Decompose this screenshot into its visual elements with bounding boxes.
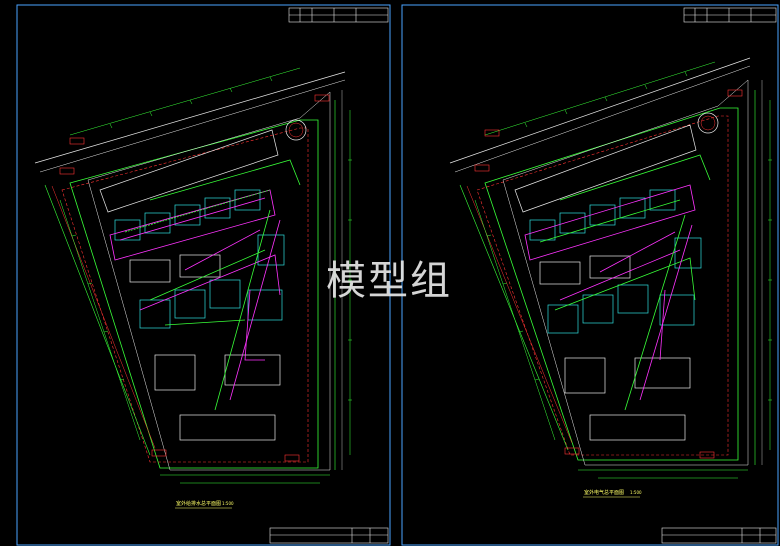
sheet-2-title-block-top	[683, 7, 777, 23]
sheet-2-buildings	[514, 124, 702, 441]
sheet-1-pipelines	[109, 159, 301, 411]
sheet-2	[401, 4, 779, 546]
sheet-2-site-boundary	[449, 57, 763, 471]
sheet-1-site-boundary	[34, 71, 346, 476]
watermark-text: 模型组	[326, 258, 452, 304]
sheet-1-annotation-marks	[59, 94, 330, 462]
sheet-2-frame	[401, 4, 779, 546]
sheet-1-caption: 室外给排水总平面图	[176, 501, 222, 507]
sheet-2-cable-routes	[524, 154, 711, 411]
sheet-2-caption: 室外电气总平面图	[584, 490, 625, 496]
sheet-1-frame	[16, 4, 391, 546]
sheet-2-title-block-bottom	[661, 527, 777, 544]
sheet-2-scale: 1:500	[630, 490, 642, 495]
sheet-1-buildings	[99, 129, 285, 441]
sheet-1-dimension-lines	[59, 67, 352, 484]
sheet-1-scale: 1:500	[222, 501, 234, 506]
sheet-1-title-block-top	[288, 7, 389, 23]
sheet-1	[16, 4, 391, 546]
sheet-1-title-block-bottom	[269, 527, 389, 544]
sheet-2-dimension-lines	[474, 61, 772, 479]
sheet-2-annotation-marks	[474, 89, 743, 459]
